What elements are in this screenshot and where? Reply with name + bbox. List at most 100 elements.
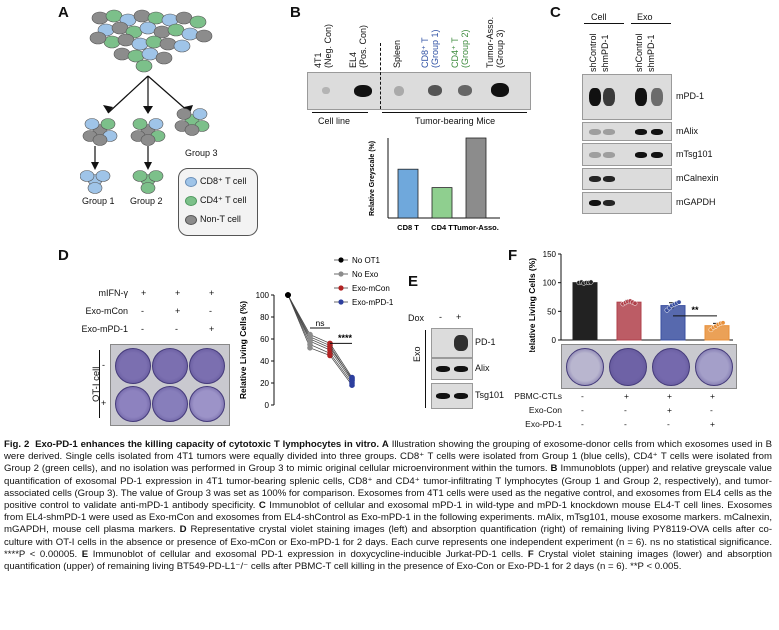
dox-minus: -: [439, 312, 442, 322]
caption-letter-a: A: [381, 439, 389, 450]
legend-cd8-text: CD8⁺ T cell: [200, 176, 247, 186]
d-row-label-1: Exo-mCon: [85, 306, 128, 316]
d-ytick-label-0: 0: [265, 401, 270, 410]
d-sign-2-0: -: [141, 324, 144, 334]
group-4-cell-3: [140, 182, 156, 194]
cell-15: [103, 35, 121, 49]
d-replicate-line-0: [287, 294, 353, 386]
b-tick-label-2: Tumor-Asso.: [453, 223, 499, 232]
f-bar-0: [572, 282, 598, 341]
cell-23: [141, 47, 159, 61]
d-sig-label: ****: [338, 333, 353, 343]
d-sign-2-2: +: [209, 324, 215, 334]
c-row-label-mAlix: mAlix: [676, 125, 698, 136]
d-ytick-label-80: 80: [260, 313, 269, 322]
e-blot-PD-1: [431, 328, 473, 358]
group-2-label: Group 2: [130, 196, 163, 206]
b-lane-label-1: EL4: [348, 51, 358, 68]
f-row-label-0: PBMC-CTLs: [514, 391, 562, 401]
group-2-cell-2: [192, 108, 208, 120]
f-point-0-5: [588, 279, 594, 285]
f-sign-0-3: +: [710, 391, 715, 401]
arrows: [91, 75, 193, 170]
legend-nont-swatch: [185, 215, 197, 225]
e-blot-Tsg101: [431, 383, 473, 409]
group-3-cell-2: [95, 170, 111, 182]
b-lane-label-5: (Group 3): [495, 29, 505, 68]
f-sign-2-0: -: [581, 419, 584, 429]
panel-b-blot: [307, 43, 531, 110]
caption-letter-c: C: [258, 500, 266, 512]
d-legend-text-2: Exo-mCon: [352, 284, 390, 293]
d-legend-text-0: No OT1: [352, 256, 381, 265]
d-legend-marker-0: [338, 257, 344, 263]
panel-c-label: C: [550, 4, 561, 21]
group-0-cell-2: [100, 118, 116, 130]
b-tick-label-1: CD4 T: [431, 223, 453, 232]
e-band-Tsg101-1: [454, 393, 468, 399]
cell-6: [175, 11, 193, 25]
c-lane-label-1: shmPD-1: [600, 34, 610, 72]
panel-e-label: E: [408, 273, 419, 290]
f-well-2: [652, 348, 690, 386]
group-3-cell-1: [80, 170, 95, 182]
d-well-0-0: [115, 348, 151, 384]
c-blot-mCalnexin: [582, 168, 672, 190]
band-tumor: [491, 83, 509, 97]
e-band-Alix-1: [454, 366, 468, 372]
band-spleen: [394, 86, 404, 96]
f-sign-0-1: +: [624, 391, 629, 401]
group-2-cell-1: [176, 108, 192, 120]
band-el4: [354, 85, 372, 97]
d-sign-0-1: +: [175, 288, 181, 298]
c-band-mTsg101-2: [635, 151, 647, 158]
d-ytick-label-40: 40: [260, 357, 269, 366]
f-sign-1-3: -: [710, 405, 713, 415]
exo-side-line: [425, 330, 426, 408]
group-1-cell-5: [140, 134, 156, 146]
cell-11: [139, 21, 157, 35]
d-legend-marker-3: [338, 299, 344, 305]
caption-b: Immunoblots (upper) and relative greysca…: [4, 463, 772, 512]
cell-19: [159, 37, 177, 51]
figure-caption: Fig. 2 Exo-PD-1 enhances the killing cap…: [4, 439, 772, 573]
d-ylabel: Relative Living Cells (%): [238, 301, 248, 399]
c-band-mPD-1-3: [651, 88, 663, 106]
cell-26: [89, 31, 107, 45]
cell-25: [135, 59, 153, 73]
caption-c: Immunoblot of cellular and exosomal mPD-…: [4, 500, 772, 536]
f-sign-0-2: +: [667, 391, 672, 401]
d-well-1-0: [115, 386, 151, 422]
d-ytick-label-20: 20: [260, 379, 269, 388]
e-blot-Alix: [431, 358, 473, 380]
b-lane-label-0: (Neg. Con): [323, 23, 333, 68]
b-bar-1: [431, 187, 453, 219]
e-row-label-PD-1: PD-1: [475, 337, 496, 347]
cell-0: [91, 11, 109, 25]
legend-cd8-swatch: [185, 177, 197, 187]
f-ylabel: Relative Living Cells (%): [527, 258, 537, 352]
group-1-cell-1: [132, 118, 148, 130]
ot1-side-label: OT-I cell: [91, 366, 102, 402]
panel-a-label: A: [58, 4, 69, 21]
d-well-1-2: [189, 386, 225, 422]
c-band-mPD-1-0: [589, 88, 601, 106]
c-lane-label-0: shControl: [588, 33, 598, 72]
b-lane-label-5: Tumor-Asso.: [485, 16, 495, 68]
b-lane-label-4: (Group 2): [460, 29, 470, 68]
c-row-label-mCalnexin: mCalnexin: [676, 173, 719, 183]
f-ytick-label-50: 50: [547, 307, 556, 316]
f-point-2-5: [676, 299, 682, 305]
group-0-cell-1: [84, 118, 100, 130]
d-point-5-0: [285, 292, 291, 298]
c-band-mTsg101-3: [651, 151, 663, 158]
panel-b-label: B: [290, 4, 301, 21]
c-lane-label-2: shControl: [634, 33, 644, 72]
f-row-label-1: Exo-Con: [528, 405, 562, 415]
c-blot-mTsg101: [582, 143, 672, 166]
caption-title: Exo-PD-1 enhances the killing capacity o…: [35, 439, 380, 450]
f-sign-2-2: -: [667, 419, 670, 429]
exo-group-line: [631, 23, 671, 24]
